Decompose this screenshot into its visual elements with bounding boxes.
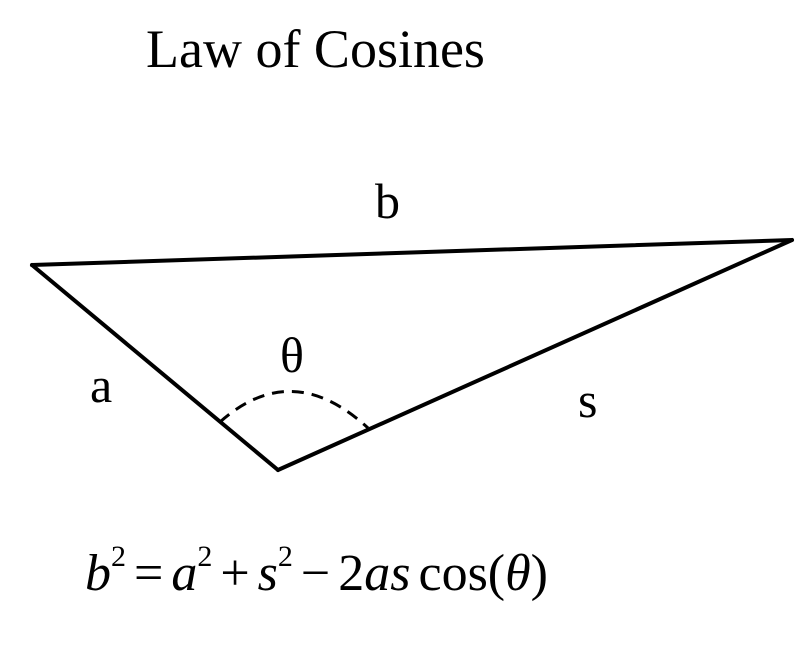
angle-theta-arc — [219, 390, 370, 430]
formula-coefficient: 2 — [338, 545, 365, 602]
formula-product-vars: as — [364, 545, 411, 602]
formula-equals: = — [134, 545, 164, 602]
side-a-line — [30, 263, 280, 472]
formula-close-paren: ) — [530, 545, 548, 602]
side-b-label: b — [375, 173, 400, 229]
formula-term2-exp: 2 — [277, 540, 293, 573]
formula-term1-var: a — [171, 545, 198, 602]
formula-minus: − — [300, 545, 331, 602]
formula-term2-var: s — [257, 545, 278, 602]
diagram-title: Law of Cosines — [146, 19, 485, 79]
formula-cos-function: cos( — [418, 545, 506, 602]
formula-term1-exp: 2 — [197, 540, 213, 573]
formula-lhs-var: b — [85, 545, 111, 602]
formula-plus: + — [220, 545, 250, 602]
formula-lhs-exp: 2 — [111, 540, 126, 573]
side-b-line — [30, 238, 794, 267]
side-a-label: a — [90, 357, 113, 413]
angle-theta-label: θ — [280, 327, 304, 383]
side-s-label: s — [578, 372, 598, 428]
formula-theta-arg: θ — [505, 545, 531, 602]
side-s-line — [276, 238, 794, 472]
